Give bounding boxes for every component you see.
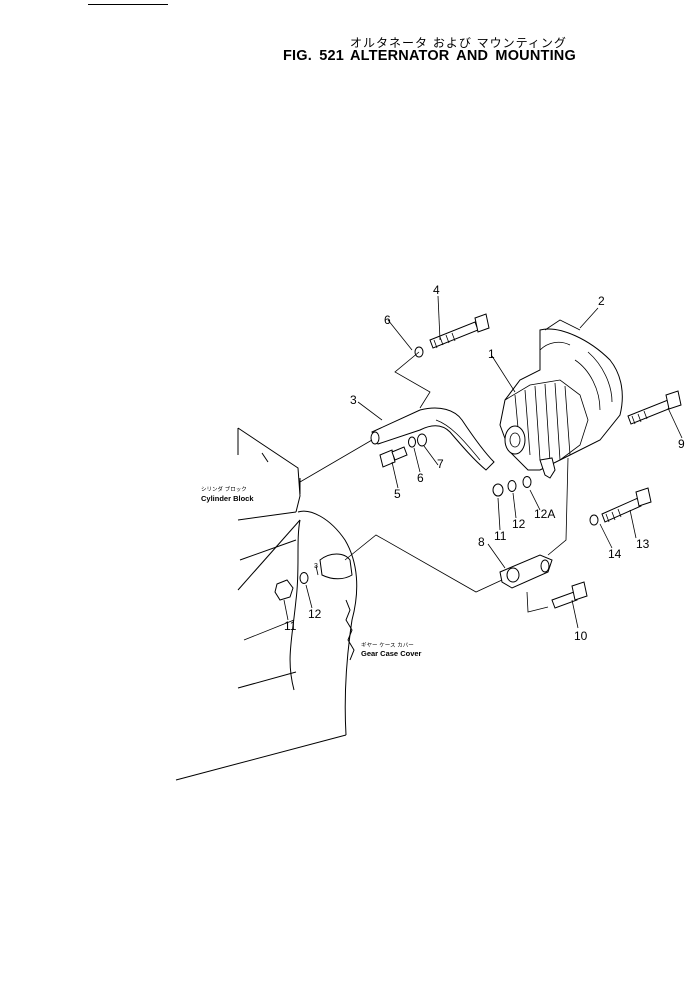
callout-13: 13 <box>636 537 650 551</box>
adjust-bracket-part-3 <box>370 407 495 471</box>
callout-12-lower: 12 <box>308 607 322 621</box>
callout-3-small: 3 <box>314 563 318 570</box>
washer-part-12-lower <box>299 572 309 584</box>
callout-6: 6 <box>417 471 424 485</box>
washer-part-12 <box>507 480 517 492</box>
callout-3: 3 <box>350 393 357 407</box>
callout-11: 11 <box>494 529 507 543</box>
callout-4: 4 <box>433 283 440 297</box>
fig-label: FIG. 521 <box>283 48 345 64</box>
bolt-part-13 <box>601 487 652 523</box>
cylinder-block-label-jp: シリンダ ブロック <box>201 485 247 493</box>
bolt-part-4 <box>429 313 490 349</box>
callout-5: 5 <box>394 487 401 501</box>
gear-case-label: Gear Case Cover <box>361 649 422 658</box>
washer-part-12a <box>522 476 532 488</box>
nut-part-11-lower <box>274 579 294 601</box>
callout-2: 2 <box>598 294 605 308</box>
title-japanese: オルタネータ および マウンティング <box>350 36 567 50</box>
nut-part-7 <box>417 433 427 447</box>
callout-10: 10 <box>574 629 588 643</box>
bracket-part-8 <box>499 554 553 589</box>
bolt-part-5 <box>379 446 408 468</box>
assembly-lines <box>283 295 683 629</box>
callout-8: 8 <box>478 535 485 549</box>
bolt-part-10 <box>551 581 588 609</box>
alternator-part-1 <box>499 319 623 479</box>
callout-14: 14 <box>608 547 622 561</box>
callout-7: 7 <box>437 457 444 471</box>
callout-12a: 12A <box>534 507 555 521</box>
callout-9: 9 <box>678 437 685 451</box>
callout-1: 1 <box>488 347 495 361</box>
title-english: FIG. 521 ALTERNATOR AND MOUNTING <box>283 48 582 64</box>
callout-6-top: 6 <box>384 313 391 327</box>
bolt-part-9 <box>627 390 682 425</box>
header-rule <box>88 4 168 5</box>
cylinder-block-label: Cylinder Block <box>201 494 254 503</box>
gear-case-label-jp: ギヤー ケース カバー <box>361 642 414 649</box>
washer-part-14 <box>589 514 599 526</box>
callout-12: 12 <box>512 517 526 531</box>
callout-11-lower: 11 <box>284 619 297 633</box>
fig-title: ALTERNATOR AND MOUNTING <box>350 48 576 64</box>
engine-outline <box>175 427 358 781</box>
nut-part-11 <box>492 483 504 497</box>
washer-part-6 <box>408 436 416 448</box>
